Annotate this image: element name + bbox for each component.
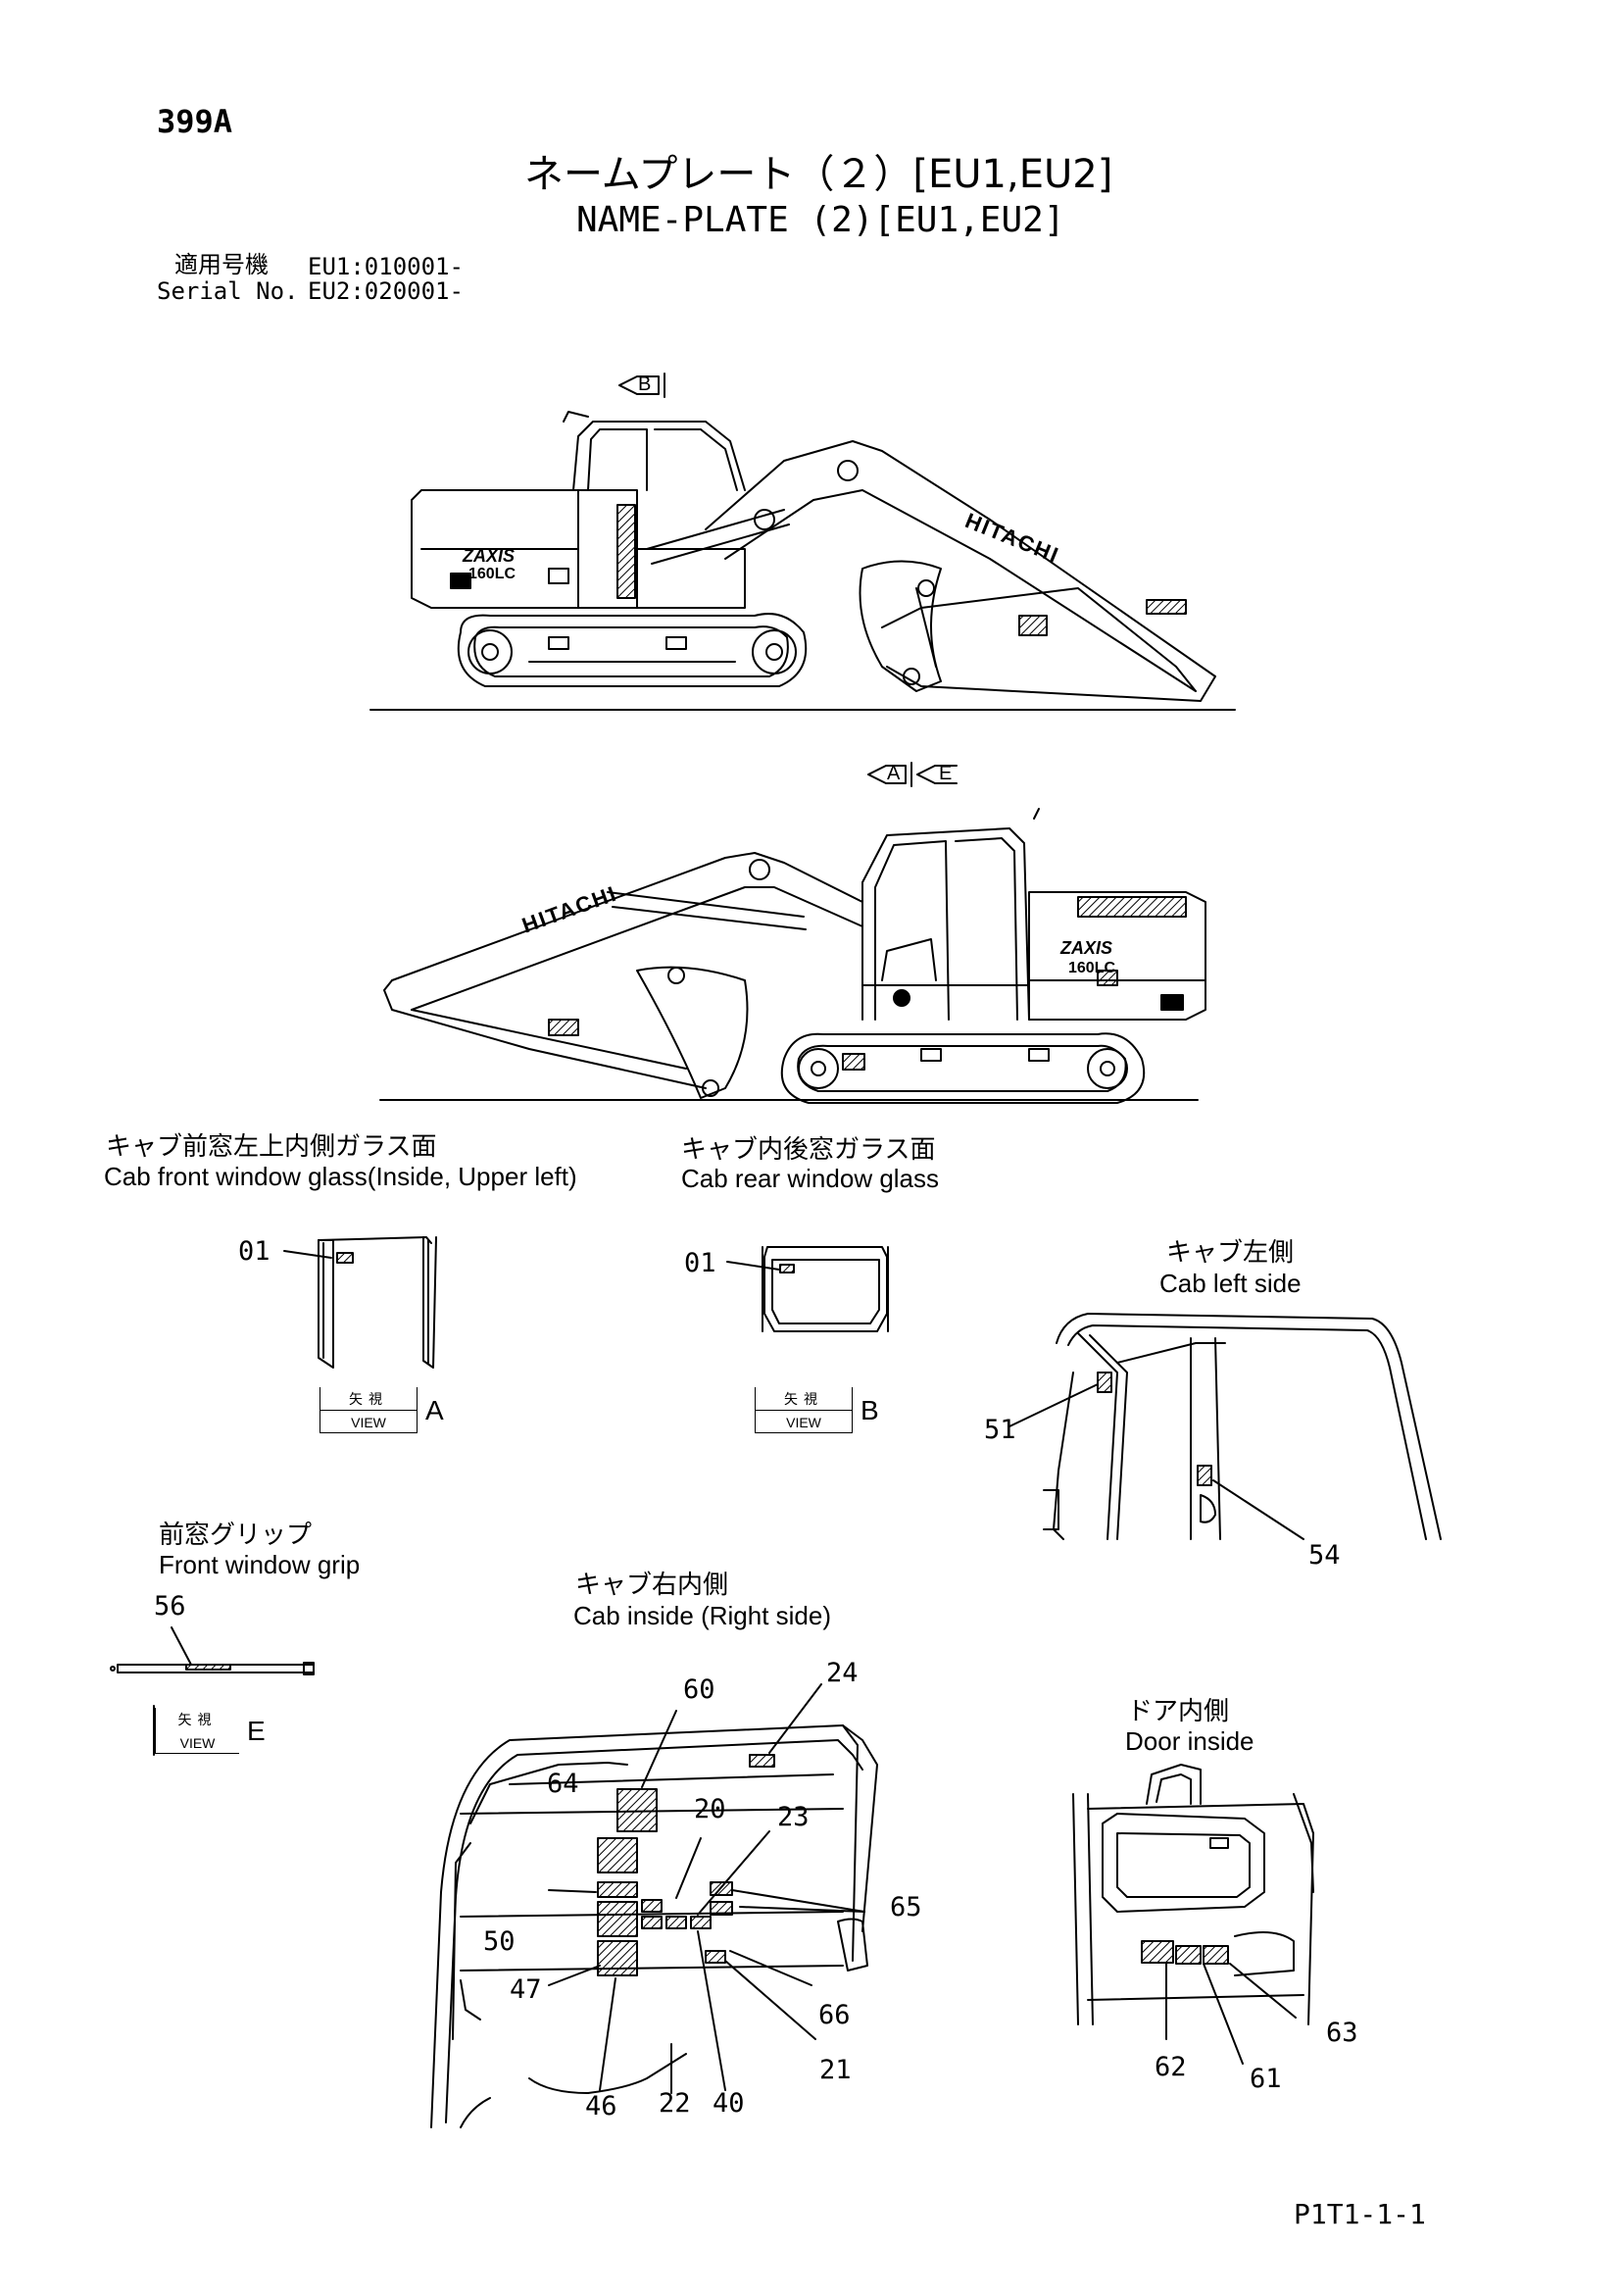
heading-door-inside-en: Door inside (1125, 1726, 1254, 1756)
heading-cab-inside-right-en: Cab inside (Right side) (573, 1601, 832, 1630)
model-decal-1-line2: 160LC (468, 566, 516, 582)
callout-64: 64 (547, 1769, 579, 1799)
view-box-b-jp: 矢視 (784, 1392, 823, 1408)
view-box-b: 矢視 VIEW B (755, 1387, 879, 1433)
cab-inside-right-drawing (430, 1683, 878, 2128)
view-b-rear-window (726, 1246, 889, 1332)
model-decal-2-line1: ZAXIS (1060, 938, 1113, 958)
title-japanese: ネームプレート（２）[EU1,EU2] (524, 152, 1113, 197)
heading-cab-inside-right-jp: キャブ右内側 (575, 1571, 729, 1600)
view-marker-b: B (638, 374, 652, 395)
callout-62: 62 (1155, 2052, 1187, 2082)
view-marker-e: E (939, 763, 953, 784)
view-box-a-jp: 矢視 (349, 1392, 388, 1408)
callout-63: 63 (1326, 2018, 1358, 2048)
model-decal-2-line2: 160LC (1068, 960, 1116, 976)
callout-21: 21 (819, 2055, 852, 2085)
callout-rear-01: 01 (684, 1248, 716, 1278)
view-box-a-en: VIEW (351, 1415, 386, 1430)
excavator-side-view-1 (369, 373, 1236, 711)
heading-front-window-grip-en: Front window grip (159, 1550, 361, 1579)
callout-24: 24 (826, 1658, 859, 1688)
serial-eu2: EU2:020001- (308, 277, 464, 305)
view-box-e-jp: 矢視 (177, 1713, 218, 1728)
callout-46: 46 (585, 2091, 617, 2121)
callout-50: 50 (483, 1926, 516, 1957)
serial-label-english: Serial No. (157, 277, 299, 305)
view-box-b-letter: B (861, 1394, 879, 1425)
view-marker-a: A (887, 763, 901, 784)
heading-cab-rear-window-jp: キャブ内後窓ガラス面 (681, 1135, 936, 1165)
heading-cab-rear-window-en: Cab rear window glass (681, 1164, 940, 1193)
callout-40: 40 (713, 2088, 745, 2119)
view-box-e-en: VIEW (179, 1735, 216, 1751)
callout-65: 65 (890, 1892, 922, 1922)
heading-cab-front-window-en: Cab front window glass(Inside, Upper lef… (104, 1162, 577, 1191)
callout-47: 47 (510, 1974, 542, 2005)
heading-cab-left-side-en: Cab left side (1159, 1269, 1302, 1298)
heading-cab-left-side-jp: キャブ左側 (1166, 1238, 1295, 1268)
heading-cab-front-window-jp: キャブ前窓左上内側ガラス面 (106, 1132, 437, 1162)
view-box-e-letter: E (247, 1715, 266, 1746)
heading-front-window-grip-jp: 前窓グリップ (159, 1521, 313, 1550)
callout-20: 20 (694, 1794, 726, 1824)
callout-51: 51 (984, 1415, 1016, 1445)
callout-54: 54 (1308, 1540, 1341, 1571)
view-box-b-en: VIEW (786, 1415, 821, 1430)
model-decal-1-line1: ZAXIS (463, 546, 516, 566)
front-window-grip-drawing (110, 1626, 315, 1756)
callout-60: 60 (683, 1674, 715, 1705)
page-code: 399A (157, 103, 233, 140)
door-inside-drawing (1072, 1764, 1314, 2065)
title-english: NAME-PLATE (2)[EU1,EU2] (576, 200, 1065, 240)
excavator-side-view-2 (379, 762, 1206, 1104)
callout-23: 23 (777, 1802, 810, 1832)
callout-56: 56 (154, 1591, 186, 1622)
serial-eu1: EU1:010001- (308, 253, 464, 280)
view-a-window-glass (283, 1236, 437, 1369)
serial-label-japanese: 適用号機 (174, 251, 269, 278)
view-box-a: 矢視 VIEW A (320, 1387, 444, 1433)
cab-left-side-drawing (1008, 1313, 1442, 1540)
callout-22: 22 (659, 2088, 691, 2119)
heading-door-inside-jp: ドア内側 (1127, 1697, 1230, 1726)
footer-page-code: P1T1-1-1 (1294, 2198, 1426, 2230)
callout-61: 61 (1250, 2064, 1282, 2094)
view-box-e: 矢視 VIEW E (155, 1708, 266, 1754)
callout-front-01: 01 (238, 1236, 270, 1267)
callout-66: 66 (818, 2000, 851, 2030)
view-box-a-letter: A (425, 1394, 444, 1425)
